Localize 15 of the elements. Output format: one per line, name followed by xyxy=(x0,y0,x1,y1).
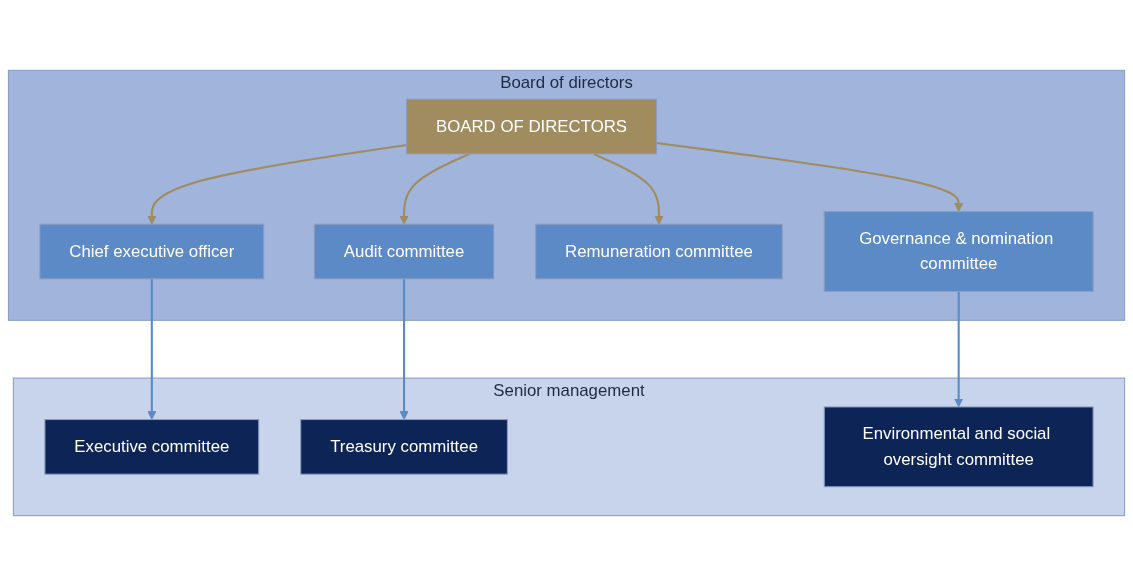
node-box: BOARD OF DIRECTORS xyxy=(406,98,657,155)
arrow xyxy=(593,152,664,225)
node-box: Audit committee xyxy=(313,223,495,280)
node-box: Governance & nomination committee xyxy=(823,211,1094,292)
arrow xyxy=(399,152,470,225)
arrow xyxy=(399,278,409,420)
node-box: Remuneration committee xyxy=(535,223,783,280)
arrow xyxy=(147,278,157,420)
arrow xyxy=(656,141,964,213)
node-box: Environmental and social oversight committee xyxy=(823,406,1094,488)
arrow xyxy=(147,144,407,225)
node-box: Treasury committee xyxy=(300,419,508,475)
arrow xyxy=(954,291,964,408)
node-box: Executive committee xyxy=(44,419,260,475)
node-box: Chief executive officer xyxy=(39,223,265,280)
